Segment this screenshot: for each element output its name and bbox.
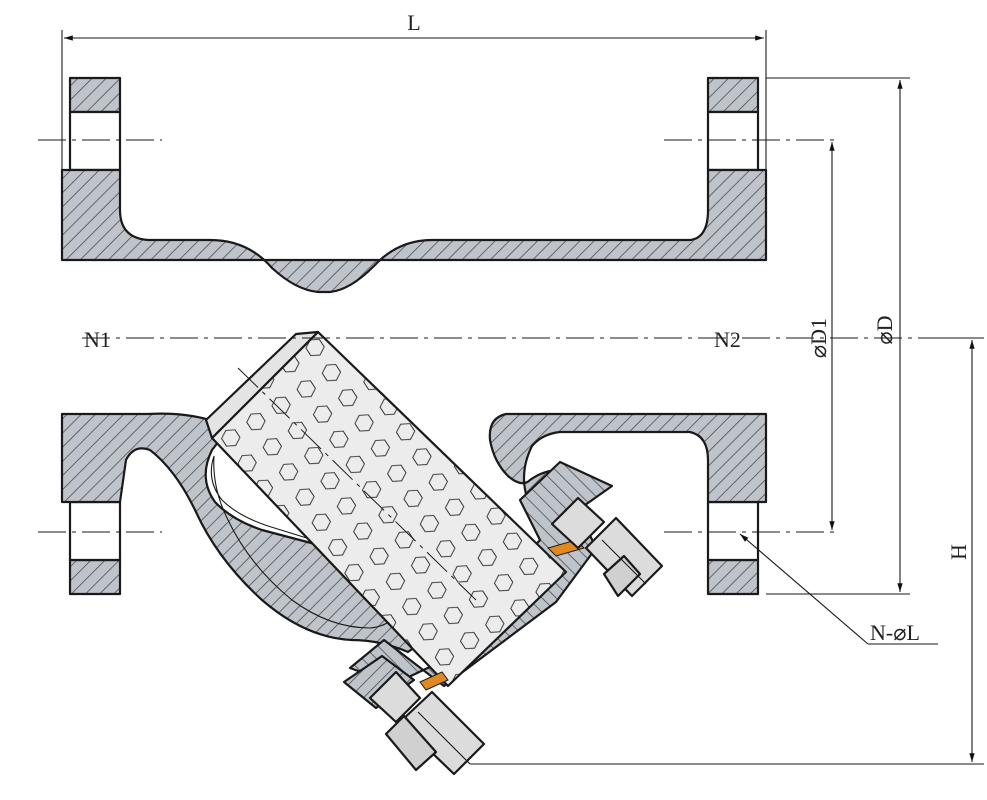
center-lines xyxy=(38,139,920,601)
nut-lower-3 xyxy=(384,714,438,772)
right-bolt-hole-bottom xyxy=(706,500,760,562)
nut-upper-3 xyxy=(602,554,642,598)
port-outlet-label: N2 xyxy=(714,327,741,352)
nut-lower-line xyxy=(417,711,471,765)
bolt-hole-leader xyxy=(739,533,869,645)
bolt-hole-label: N-⌀L xyxy=(870,620,920,645)
bolt-lower xyxy=(368,670,486,776)
strainer-screen xyxy=(204,330,568,688)
nut-lower-1 xyxy=(368,670,422,724)
left-flange-top xyxy=(68,76,122,114)
right-bolt-hole-top xyxy=(706,110,760,172)
dim-d-label: ⌀D xyxy=(872,315,897,344)
valve-body xyxy=(60,76,768,710)
nut-lower-2 xyxy=(398,690,486,776)
strainer-cavity xyxy=(210,455,403,629)
right-flange-bottom xyxy=(706,558,760,596)
dim-l-label: L xyxy=(407,10,420,35)
body-lower-wall-left xyxy=(60,412,432,654)
dimensions: L ⌀D ⌀D1 H N-⌀L xyxy=(61,10,984,765)
left-bolt-hole-top xyxy=(68,110,122,172)
left-flange-bottom xyxy=(68,558,122,596)
screen-top-ring xyxy=(204,330,320,440)
port-inlet-label: N1 xyxy=(84,327,111,352)
screen-axis xyxy=(237,367,477,601)
right-flange-top xyxy=(706,76,760,114)
nut-upper-1 xyxy=(550,496,606,550)
left-bolt-hole-bottom xyxy=(68,500,122,562)
cap-flange-lower xyxy=(342,654,416,710)
bolt-upper xyxy=(550,496,664,598)
nut-upper-line xyxy=(601,539,647,585)
dim-d1-label: ⌀D1 xyxy=(806,318,831,358)
gasket-lower xyxy=(419,671,449,691)
dim-h-label: H xyxy=(946,544,971,560)
body-upper-wall xyxy=(60,168,768,294)
